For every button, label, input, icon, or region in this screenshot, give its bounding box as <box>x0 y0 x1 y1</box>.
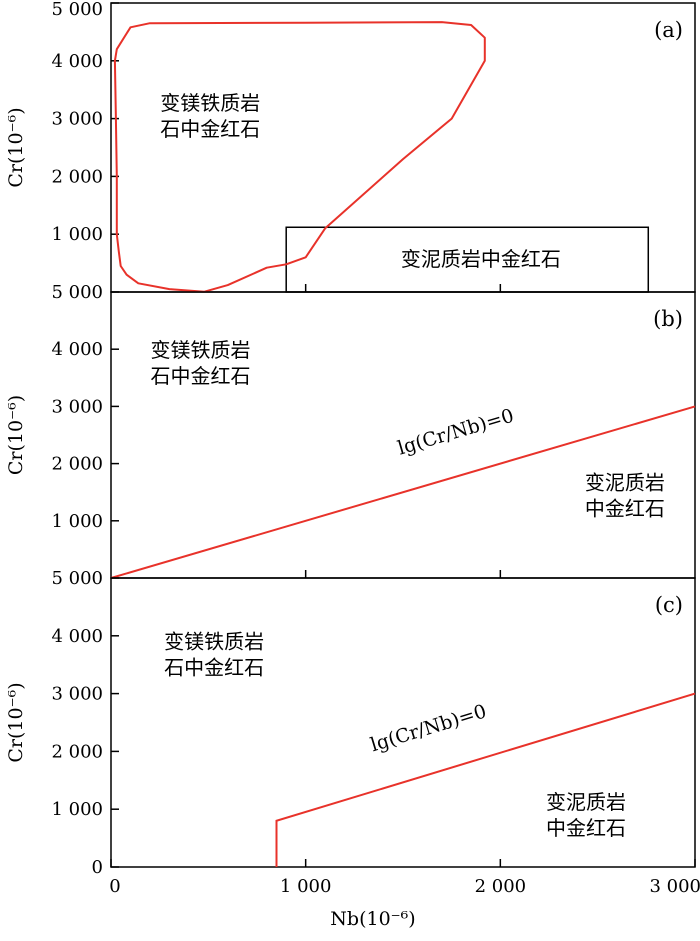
boundary-label: lg(Cr/Nb)=0 <box>368 700 489 756</box>
boundary-label: lg(Cr/Nb)=0 <box>395 405 516 460</box>
x-tick-label: 1 000 <box>280 876 332 897</box>
plot-frame <box>110 577 696 868</box>
region-label-pelitic: 中金红石 <box>546 816 626 840</box>
y-tick-label: 4 000 <box>51 626 103 647</box>
y-tick-label: 1 000 <box>51 799 103 820</box>
region-label-pelitic: 变泥质岩 <box>546 790 626 814</box>
region-label-mafic: 变镁铁质岩 <box>151 338 251 362</box>
region-label-mafic: 石中金红石 <box>164 656 264 680</box>
panel-2: 0 1 000 2 000 3 000 4 000 5 000 0 1 000 2 000 3 0… <box>5 568 700 930</box>
y-axis-title: Cr(10⁻⁶) <box>5 682 27 762</box>
y-axis-title: Cr(10⁻⁶) <box>5 107 27 187</box>
y-axis-title: Cr(10⁻⁶) <box>5 395 27 475</box>
y-tick-label: 4 000 <box>51 339 103 360</box>
region-label-mafic: 变镁铁质岩 <box>160 91 260 115</box>
region-label-pelitic: 中金红石 <box>585 496 665 520</box>
y-tick-label: 1 000 <box>51 224 103 245</box>
panel-label: (a) <box>654 18 683 42</box>
y-tick-label: 5 000 <box>51 282 103 303</box>
x-axis-title: Nb(10⁻⁶) <box>330 908 415 930</box>
panel-label: (b) <box>653 307 683 331</box>
y-tick-label: 5 000 <box>51 568 103 589</box>
mafic-field <box>113 21 486 293</box>
x-tick-label: 2 000 <box>475 876 527 897</box>
y-tick-label: 3 000 <box>51 396 103 417</box>
x-tick-label: 0 <box>109 876 120 897</box>
y-tick-label: 4 000 <box>51 51 103 72</box>
y-tick-label: 2 000 <box>51 166 103 187</box>
x-tick-label: 3 000 <box>649 876 700 897</box>
y-tick-label: 2 000 <box>51 454 103 475</box>
y-tick-label: 1 000 <box>51 511 103 532</box>
y-tick-label: 3 000 <box>51 109 103 130</box>
region-label-pelitic: 变泥质岩 <box>585 470 665 494</box>
panel-label: (c) <box>655 593 683 617</box>
region-label-mafic: 石中金红石 <box>151 364 251 388</box>
y-tick-label: 0 <box>92 857 103 878</box>
lg-line <box>275 692 696 867</box>
region-label-pelitic: 变泥质岩中金红石 <box>401 247 561 271</box>
y-tick-label: 5 000 <box>51 0 103 20</box>
region-label-mafic: 石中金红石 <box>160 117 260 141</box>
region-label-mafic: 变镁铁质岩 <box>164 630 264 654</box>
lg-line <box>110 405 696 579</box>
y-tick-label: 3 000 <box>51 684 103 705</box>
y-tick-label: 2 000 <box>51 741 103 762</box>
plot-frame <box>110 291 696 579</box>
